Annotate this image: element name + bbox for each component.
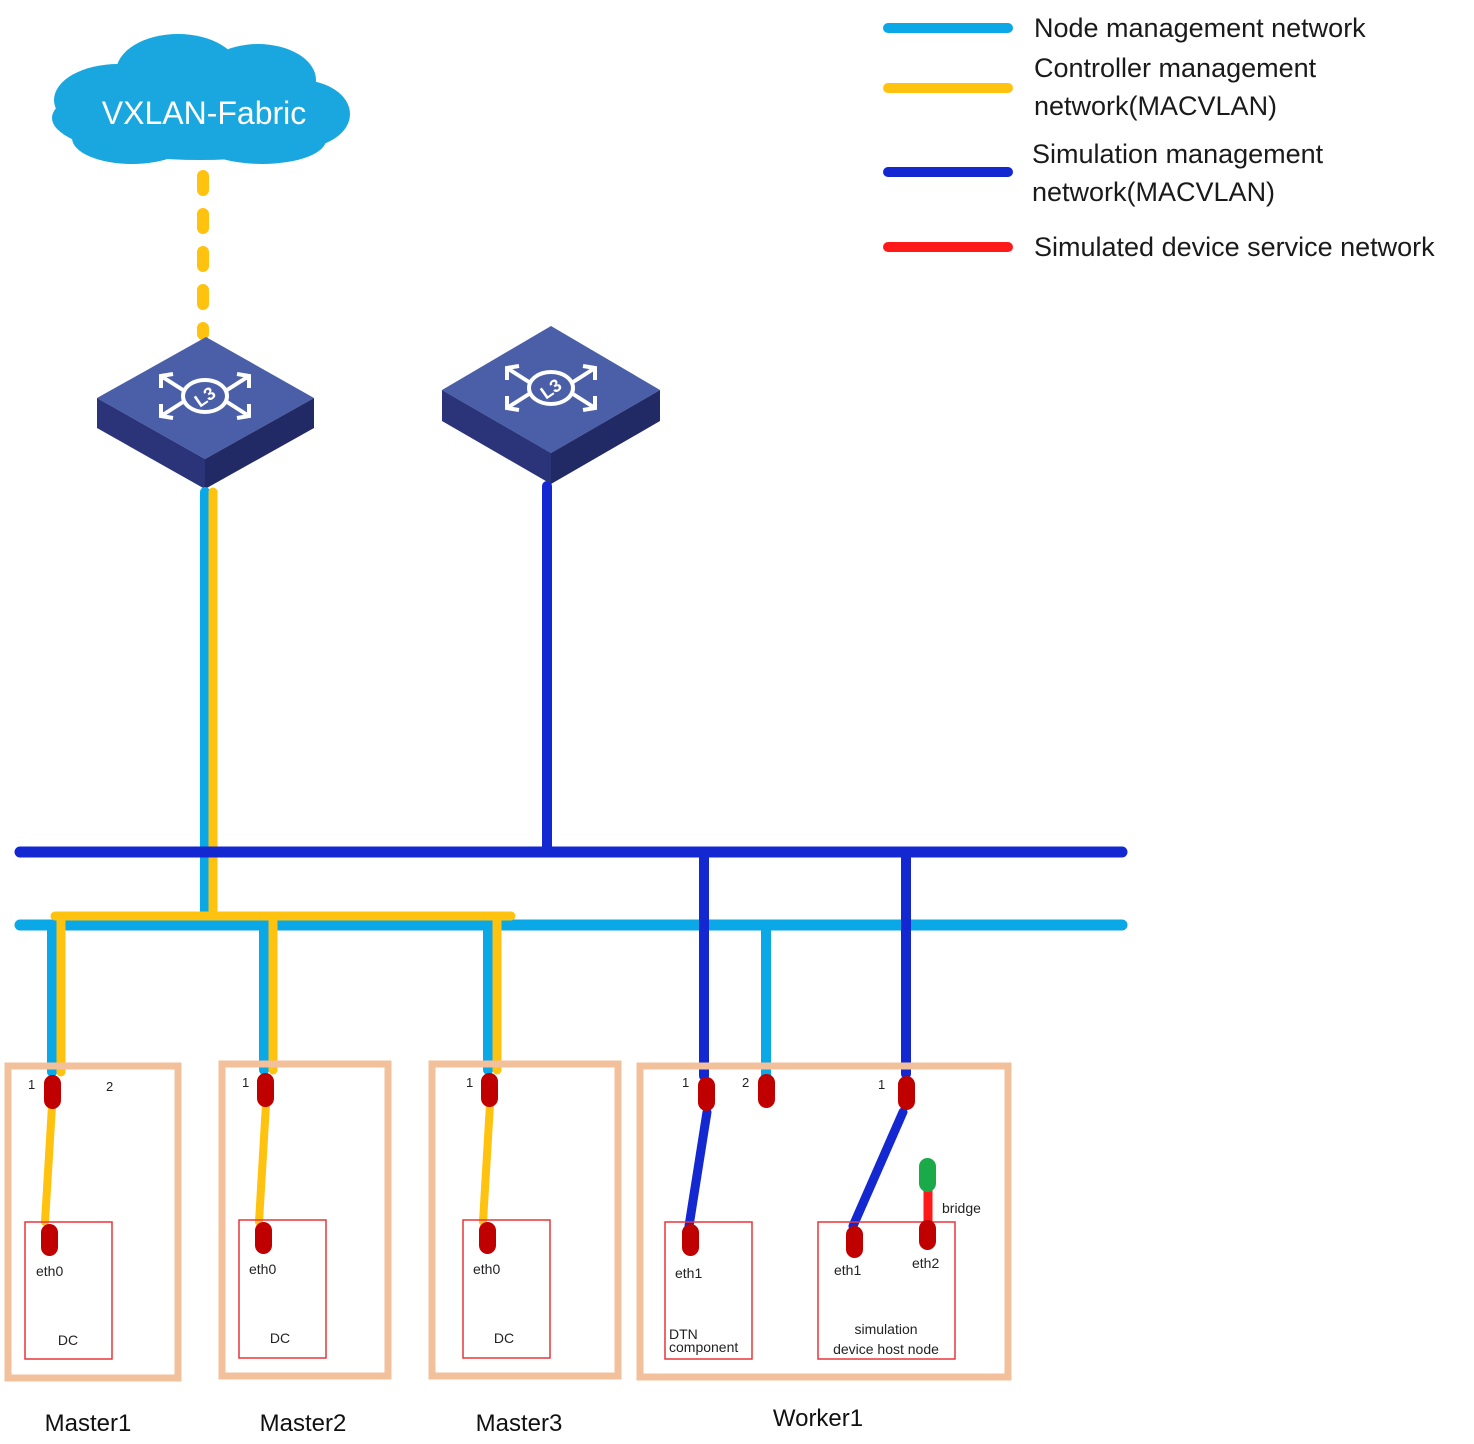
l3-switch-icon: L3 [442,326,660,484]
master2-port-1: 1 [242,1075,249,1090]
legend-sim-service-label: Simulated device service network [1034,232,1435,262]
sim-eth2-port [919,1220,936,1250]
master2-node: 1 eth0 DC [218,1060,392,1380]
master1-dc-label: DC [58,1332,78,1348]
master1-node: 1 2 eth0 DC [4,1062,182,1382]
worker1-port-nic2 [758,1074,775,1108]
master2-eth0-port [255,1222,272,1254]
sim-eth1-label: eth1 [834,1262,861,1278]
worker1-port-3: 1 [878,1077,885,1092]
master3-eth0-port [479,1222,496,1254]
dtn-eth1-label: eth1 [675,1265,702,1281]
bridge-label: bridge [942,1200,981,1216]
master3-eth0-label: eth0 [473,1261,500,1277]
master3-port-1: 1 [466,1075,473,1090]
master2-port-nic1 [257,1073,274,1107]
sim-label-line1: simulation [854,1321,917,1337]
l3-switch-icon: L3 [97,337,314,489]
sim-label-line2: device host node [833,1341,939,1357]
master3-port-nic1 [481,1073,498,1107]
master3-node: 1 eth0 DC [428,1060,622,1380]
master2-dc-label: DC [270,1330,290,1346]
master1-port-1: 1 [28,1077,35,1092]
master2-eth0-label: eth0 [249,1261,276,1277]
legend-ctrl-mgmt-label-line1: Controller management [1034,53,1317,83]
master1-name: Master1 [45,1410,132,1437]
master1-eth0-label: eth0 [36,1263,63,1279]
cloud-label: VXLAN-Fabric [102,95,307,131]
master1-eth0-port [41,1224,58,1256]
worker1-port-1: 1 [682,1075,689,1090]
dtn-label-line1: DTN [669,1326,698,1342]
cloud-icon: VXLAN-Fabric [52,34,350,164]
network-links [14,481,1128,1231]
master1-port-nic1 [44,1075,61,1109]
worker1-port-nic3 [898,1076,915,1110]
legend-sim-mgmt-label-line2: network(MACVLAN) [1032,177,1275,207]
legend-node-mgmt-label: Node management network [1034,13,1366,43]
master3-dc-label: DC [494,1330,514,1346]
master1-port-2: 2 [106,1079,113,1094]
legend-sim-mgmt-label-line1: Simulation management [1032,139,1324,169]
bridge-port [919,1158,936,1192]
worker1-port-2: 2 [742,1075,749,1090]
dtn-eth1-port [682,1224,699,1256]
sim-eth2-label: eth2 [912,1255,939,1271]
worker1-node: 1 2 1 eth1 DTN component eth1 eth2 bridg… [636,1062,1012,1381]
legend: Node management network Controller manag… [883,13,1435,262]
legend-ctrl-mgmt-label-line2: network(MACVLAN) [1034,91,1277,121]
worker1-port-nic1 [698,1077,715,1111]
sim-eth1-port [846,1226,863,1258]
dtn-label-line2: component [669,1339,738,1355]
master3-name: Master3 [476,1410,563,1437]
master2-name: Master2 [260,1410,347,1437]
worker1-name: Worker1 [773,1405,863,1432]
